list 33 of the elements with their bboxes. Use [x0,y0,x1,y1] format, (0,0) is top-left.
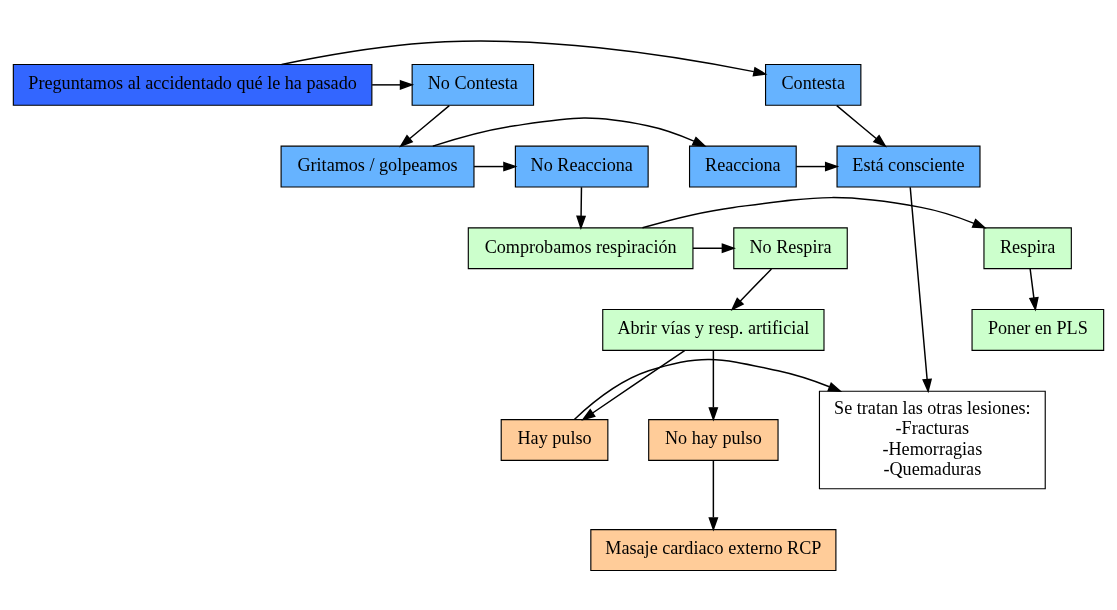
node-box: Reacciona [688,145,797,188]
node-box: No Contesta [411,63,535,106]
node-box: Comprobamos respiración [467,226,694,269]
arrow [836,104,887,147]
arrow [280,39,768,76]
node-box: Hay pulso [500,418,609,461]
node-box: Preguntamos al accidentado qué le ha pasado [12,63,373,106]
node-box: Respira [983,226,1072,269]
arrow [909,185,933,393]
arrow [1028,267,1039,312]
arrow [708,349,719,421]
arrow [432,116,707,147]
node-box: No Respira [733,226,848,269]
arrow [730,267,773,311]
node-box: Se tratan las otras lesiones: -Fracturas -Hemorragias -Quemaduras [818,390,1046,489]
arrow [473,161,518,172]
node-box: Masaje cardiaco externo RCP [590,528,837,571]
arrow [371,79,415,90]
arrow [581,349,686,421]
arrow [692,242,736,253]
arrow [795,161,840,172]
arrow [573,358,843,420]
node-box: Gritamos / golpeamos [280,145,475,188]
arrow [399,104,451,147]
node-box: No Reacciona [514,145,649,188]
node-box: Poner en PLS [971,308,1105,351]
arrow [576,186,587,230]
node-box: Contesta [765,63,862,106]
arrow [641,196,987,229]
arrow [708,459,719,531]
node-box: No hay pulso [648,418,779,461]
node-box: Está consciente [836,145,981,188]
node-box: Abrir vías y resp. artificial [602,308,825,351]
